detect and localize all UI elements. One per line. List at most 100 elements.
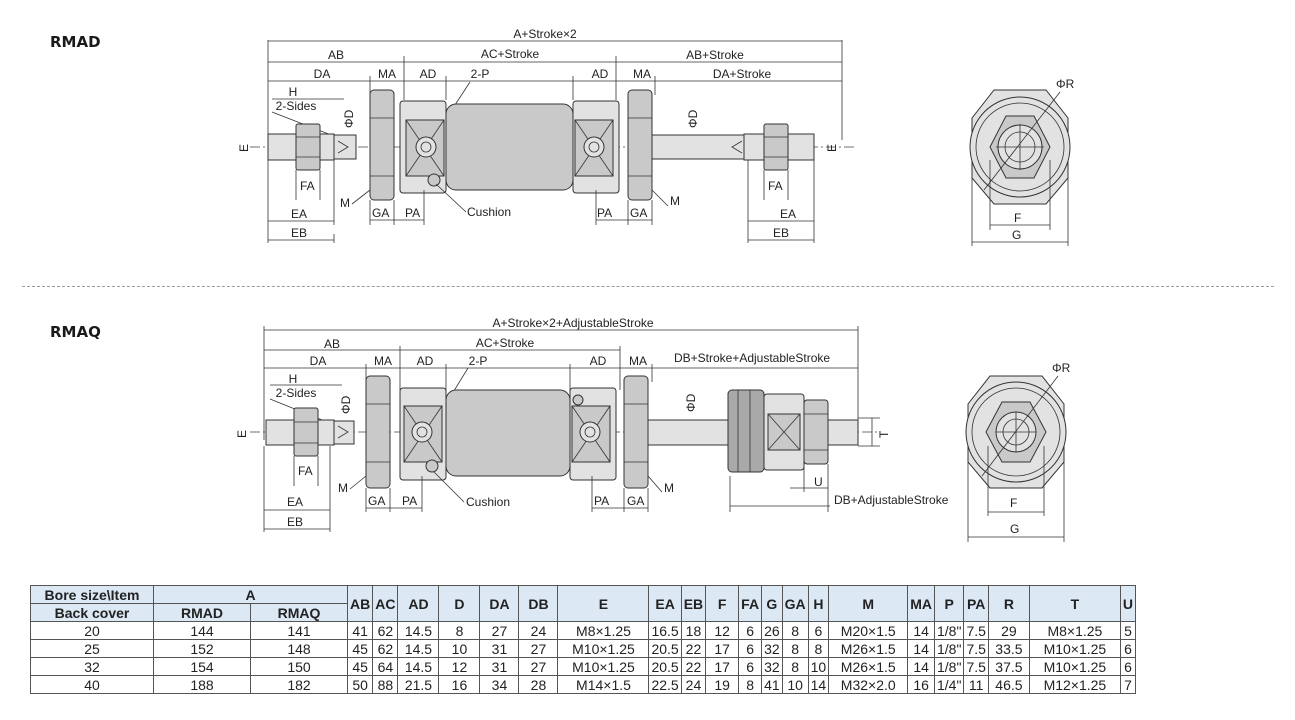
table-cell: 14 — [907, 621, 935, 640]
table-cell: M10×1.25 — [557, 639, 650, 658]
table-cell: 14.5 — [397, 639, 440, 658]
rmaq-dim-h: H — [289, 372, 298, 386]
section-divider — [22, 286, 1274, 287]
table-cell: 141 — [250, 621, 348, 640]
table-cell: 17 — [705, 657, 740, 676]
rmad-dim-overall: A+Stroke×2 — [513, 27, 577, 41]
col-header: FA — [738, 585, 763, 622]
col-header: EA — [648, 585, 682, 622]
rmaq-dim-da: DA — [310, 354, 327, 368]
table-cell: 45 — [346, 639, 374, 658]
table-cell: 8 — [438, 621, 481, 640]
rmaq-dim-2p: 2-P — [469, 354, 488, 368]
table-cell: 14 — [907, 657, 935, 676]
rmad-dim-2sides: 2-Sides — [276, 99, 317, 113]
rmad-side-view: A+Stroke×2 AB AC+Stroke AB+Stroke DA MA … — [237, 27, 855, 243]
table-cell: 1/4" — [933, 675, 965, 694]
rmad-dim-pa: PA — [405, 206, 420, 220]
col-header: DA — [479, 585, 520, 622]
rmad-dim-ea-right: EA — [780, 207, 796, 221]
table-cell: M10×1.25 — [1028, 657, 1121, 676]
rmad-dim-cushion: Cushion — [467, 205, 511, 219]
table-cell: 11 — [963, 675, 989, 694]
col-header: E — [557, 585, 650, 622]
rmaq-side-view: A+Stroke×2+AdjustableStroke AB AC+Stroke… — [235, 316, 949, 532]
table-cell: 10 — [807, 657, 830, 676]
col-header: AC — [372, 585, 399, 622]
rmad-dim-pa-right: PA — [597, 206, 612, 220]
col-header: F — [705, 585, 740, 622]
rmaq-dim-ad: AD — [417, 354, 434, 368]
table-cell: 16 — [907, 675, 935, 694]
table-cell: 50 — [346, 675, 374, 694]
table-cell: 6 — [1119, 639, 1137, 658]
rmaq-dim-overall: A+Stroke×2+AdjustableStroke — [492, 316, 653, 330]
table-cell: 8 — [781, 639, 809, 658]
rmad-dim-ab-right: AB+Stroke — [686, 48, 744, 62]
table-cell: 8 — [738, 675, 763, 694]
rmad-dim-h: H — [289, 85, 298, 99]
table-cell: 6 — [738, 657, 763, 676]
rmaq-dim-ga: GA — [368, 494, 385, 508]
table-cell: 19 — [705, 675, 740, 694]
col-header: U — [1119, 585, 1137, 622]
table-cell: 150 — [250, 657, 348, 676]
table-cell: 88 — [372, 675, 399, 694]
rmad-dim-ad-right: AD — [592, 67, 609, 81]
rmaq-dim-db-adj: DB+AdjustableStroke — [834, 493, 949, 507]
rmaq-dim-t: T — [877, 430, 891, 438]
rmad-dim-e-right: E — [825, 144, 839, 152]
table-cell: M26×1.5 — [828, 657, 909, 676]
table-cell: 24 — [680, 675, 707, 694]
table-cell: 26 — [761, 621, 783, 640]
corner-subheader: Back cover — [30, 603, 154, 622]
rmaq-dim-f: F — [1010, 496, 1017, 510]
rmaq-dim-eb: EB — [287, 515, 303, 529]
table-cell: 7.5 — [963, 657, 989, 676]
table-cell: 12 — [438, 657, 481, 676]
col-header: EB — [680, 585, 707, 622]
corner-header: Bore size\Item — [30, 585, 154, 604]
table-cell: M12×1.25 — [1028, 675, 1121, 694]
table-cell: 154 — [153, 657, 251, 676]
table-cell: 25 — [30, 639, 154, 658]
rmaq-dim-phir: ΦR — [1052, 361, 1071, 375]
rmad-dim-f: F — [1014, 211, 1021, 225]
table-cell: 16 — [438, 675, 481, 694]
col-header: AD — [397, 585, 440, 622]
rmaq-dim-ma: MA — [374, 354, 392, 368]
rmad-dim-eb-right: EB — [773, 226, 789, 240]
table-cell: 40 — [30, 675, 154, 694]
table-cell: 62 — [372, 621, 399, 640]
rmaq-dim-g: G — [1010, 522, 1019, 536]
col-header: M — [828, 585, 909, 622]
rmaq-dim-fa: FA — [298, 464, 313, 478]
rmad-dim-fa-right: FA — [768, 179, 783, 193]
rmad-title: RMAD — [50, 33, 101, 51]
table-cell: 37.5 — [987, 657, 1030, 676]
table-cell: 152 — [153, 639, 251, 658]
rmaq-dim-u: U — [814, 475, 823, 489]
rmad-end-view: ΦR F G — [969, 77, 1075, 246]
table-cell: M26×1.5 — [828, 639, 909, 658]
table-cell: 28 — [518, 675, 559, 694]
table-cell: 32 — [761, 657, 783, 676]
table-cell: 8 — [781, 621, 809, 640]
rmaq-dim-ea: EA — [287, 495, 303, 509]
table-cell: 27 — [479, 621, 520, 640]
table-cell: 20.5 — [648, 657, 682, 676]
table-cell: 6 — [738, 621, 763, 640]
table-header-row: Bore size\Item A AB AC AD D DA DB E EA E… — [30, 585, 1137, 622]
table-cell: M32×2.0 — [828, 675, 909, 694]
rmad-dim-ga: GA — [372, 206, 389, 220]
rmaq-dim-ma-right: MA — [629, 354, 647, 368]
col-header: DB — [518, 585, 559, 622]
col-header: P — [933, 585, 965, 622]
spec-table: Bore size\Item A AB AC AD D DA DB E EA E… — [30, 585, 1137, 694]
rmad-dim-da: DA — [314, 67, 331, 81]
col-header: AB — [346, 585, 374, 622]
rmaq-dim-m-right: M — [664, 481, 674, 495]
table-cell: M14×1.5 — [557, 675, 650, 694]
